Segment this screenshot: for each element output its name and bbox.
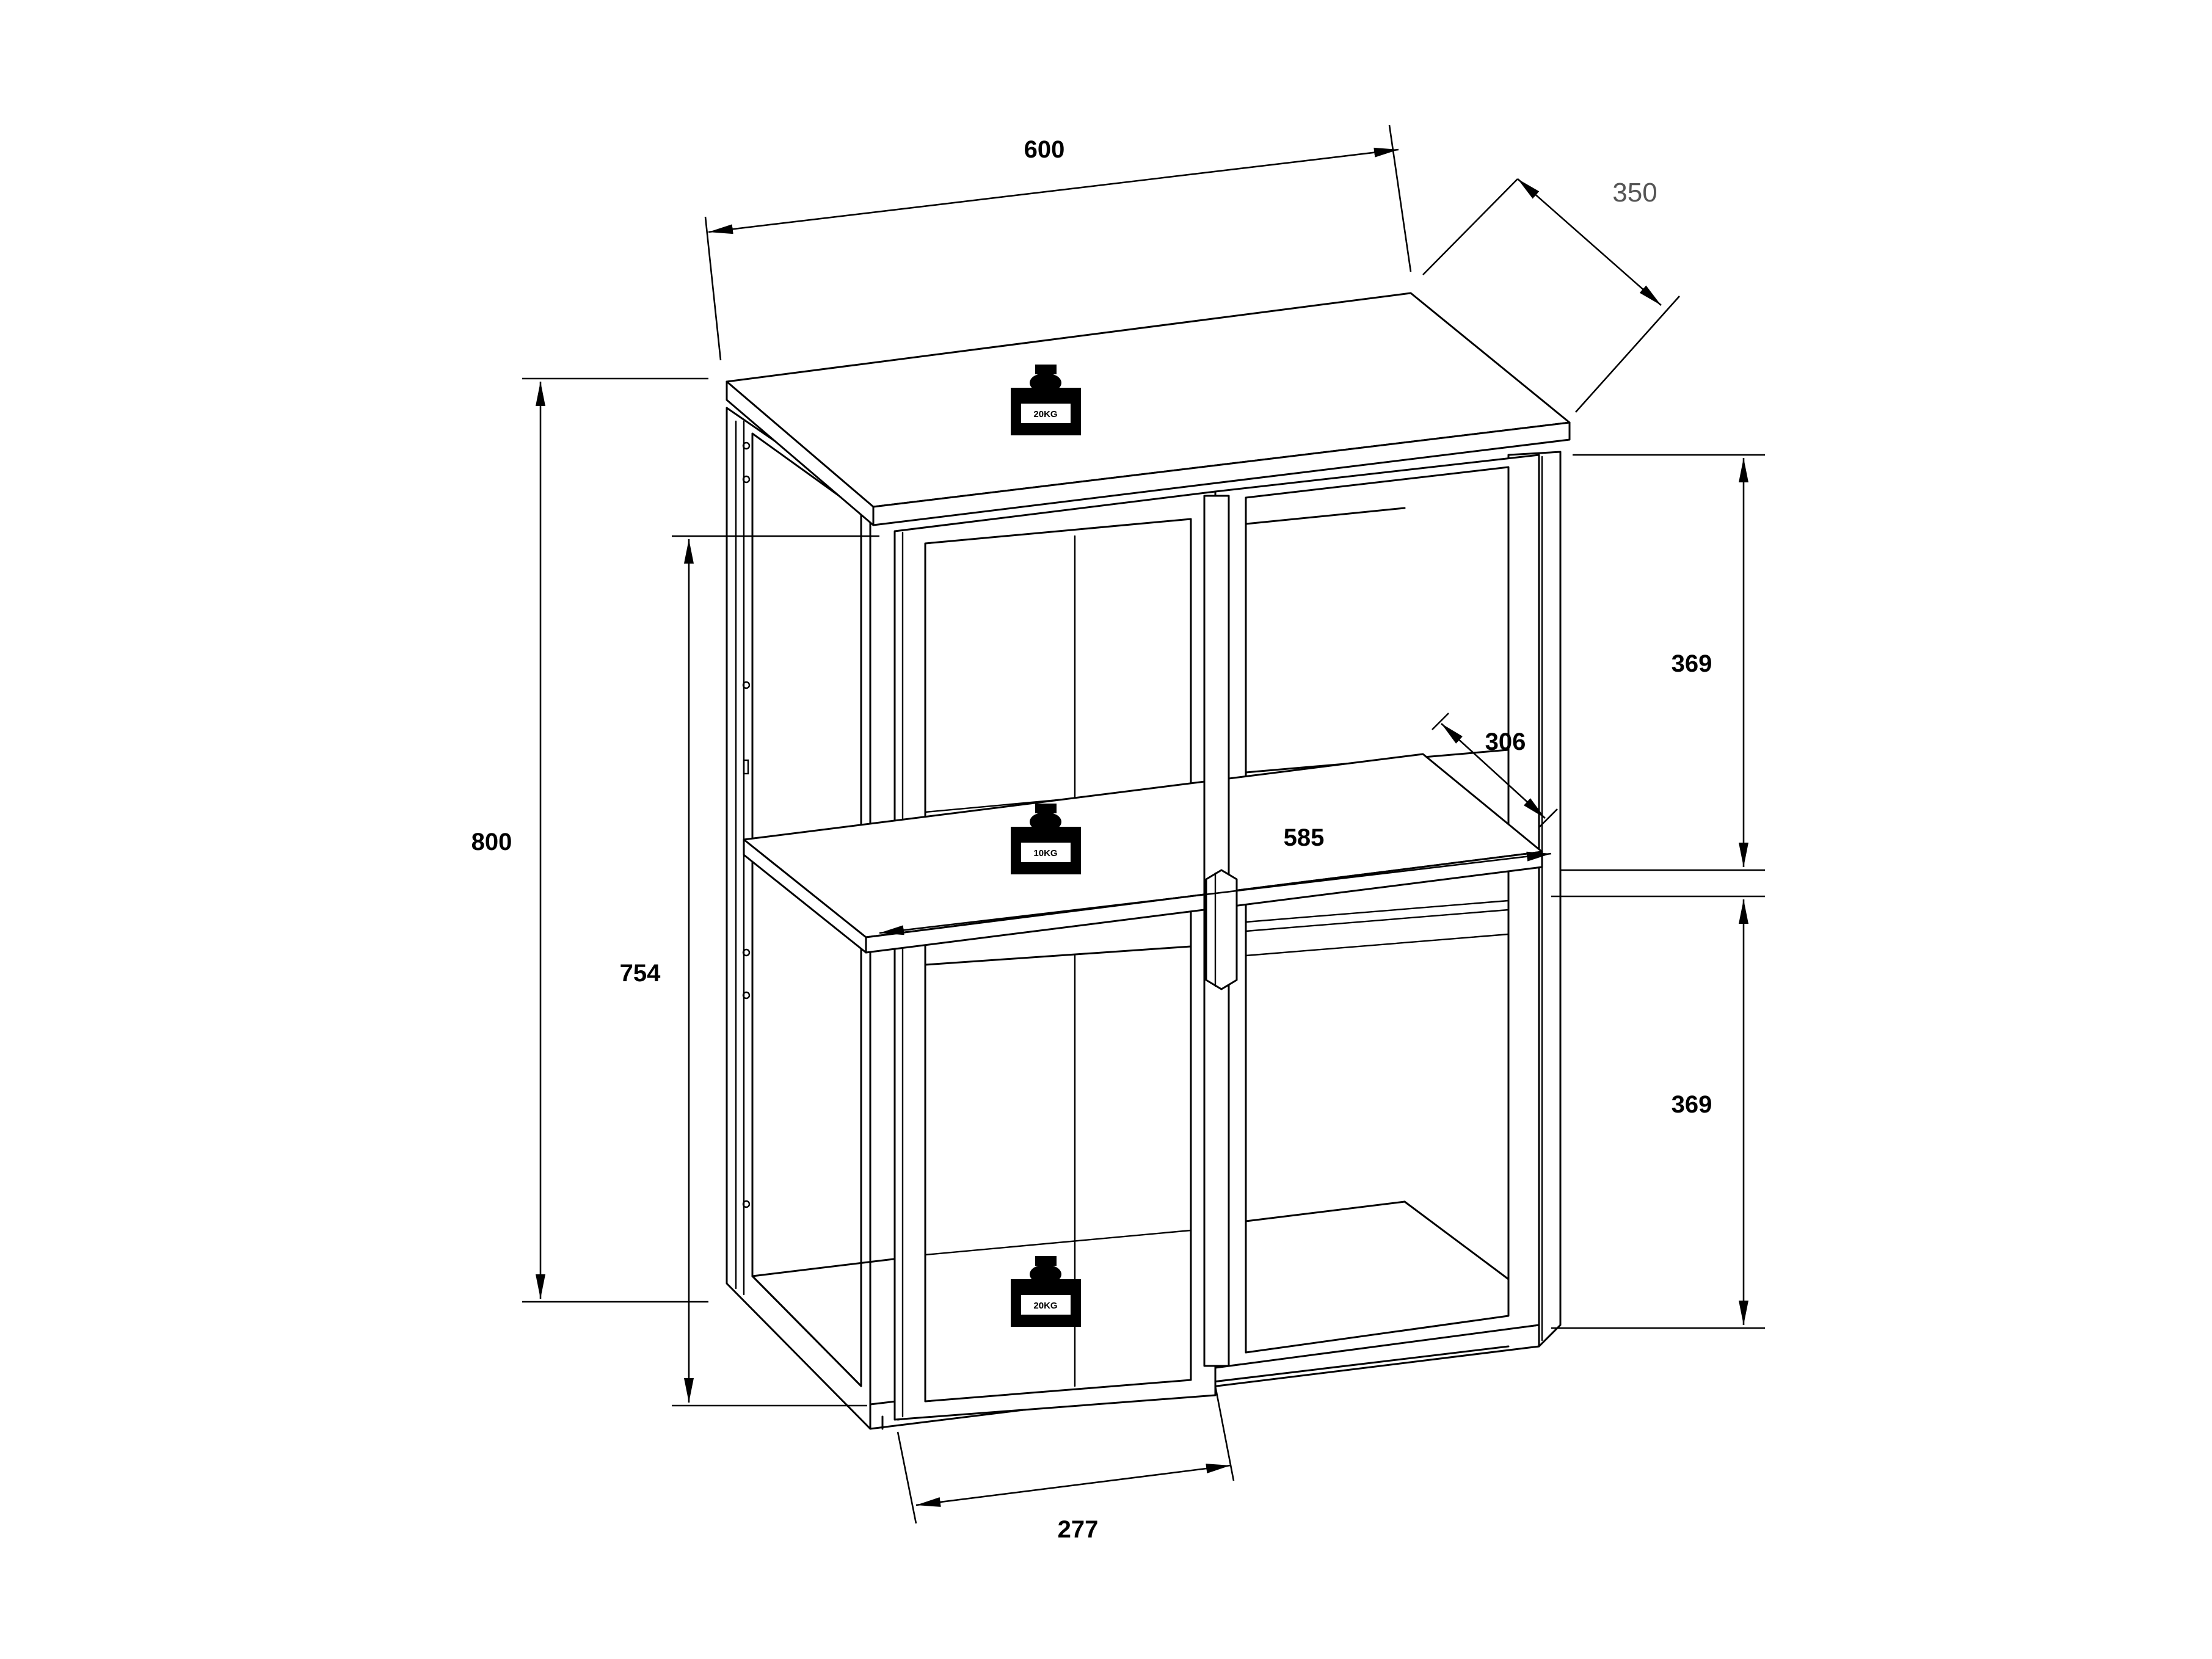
top-side-edge xyxy=(726,380,875,526)
dimension-width: 600 xyxy=(704,125,1412,361)
dimension-depth-label: 350 xyxy=(1612,178,1657,208)
dimension-compartment-upper: 369 xyxy=(1560,454,1765,871)
dimension-depth: 350 xyxy=(1422,178,1680,413)
right-door xyxy=(1214,454,1540,1369)
dimension-height-body: 754 xyxy=(620,535,879,1407)
cabinet-top xyxy=(726,292,1571,526)
dimension-shelf-depth-label: 306 xyxy=(1485,728,1526,755)
dimension-door-width-label: 277 xyxy=(1058,1516,1099,1543)
side-fittings xyxy=(742,441,751,1208)
dimension-compartment-lower-label: 369 xyxy=(1672,1091,1712,1118)
weight-top-label: 20KG xyxy=(1033,409,1057,419)
dimension-shelf-width: 585 xyxy=(879,824,1552,935)
dimension-compartment-upper-label: 369 xyxy=(1672,650,1712,677)
weight-bottom-label: 20KG xyxy=(1033,1301,1057,1311)
weight-icon-top: 20KG xyxy=(1011,365,1081,435)
dimension-width-label: 600 xyxy=(1024,136,1065,163)
dimension-height-total-label: 800 xyxy=(471,829,512,855)
dimension-shelf-depth: 306 xyxy=(1432,713,1558,828)
dimension-height-body-label: 754 xyxy=(620,960,661,987)
dimension-height-total: 800 xyxy=(471,377,708,1303)
dimension-compartment-lower: 369 xyxy=(1551,895,1765,1329)
cabinet xyxy=(726,292,1571,1430)
left-door xyxy=(893,490,1217,1421)
weight-shelf-label: 10KG xyxy=(1033,848,1057,859)
dimension-shelf-width-label: 585 xyxy=(1284,824,1325,851)
weight-icon-bottom: 20KG xyxy=(1011,1256,1081,1327)
dimension-door-width: 277 xyxy=(897,1385,1235,1543)
